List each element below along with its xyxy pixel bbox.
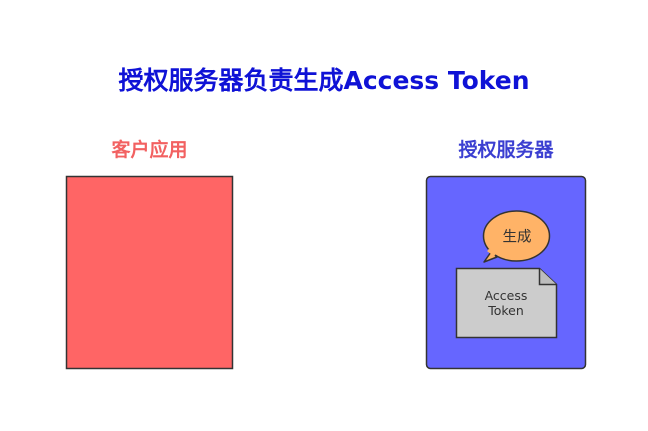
generate-bubble: 生成 bbox=[482, 210, 551, 263]
client-app-box bbox=[65, 175, 234, 370]
access-token-line2: Token bbox=[487, 303, 524, 318]
auth-server-label: 授权服务器 bbox=[458, 139, 554, 161]
diagram-title: 授权服务器负责生成Access Token bbox=[118, 66, 530, 95]
access-token-document: Access Token bbox=[455, 267, 558, 339]
access-token-line1: Access bbox=[485, 288, 528, 303]
generate-bubble-text: 生成 bbox=[503, 229, 532, 246]
client-app-label: 客户应用 bbox=[111, 139, 188, 161]
